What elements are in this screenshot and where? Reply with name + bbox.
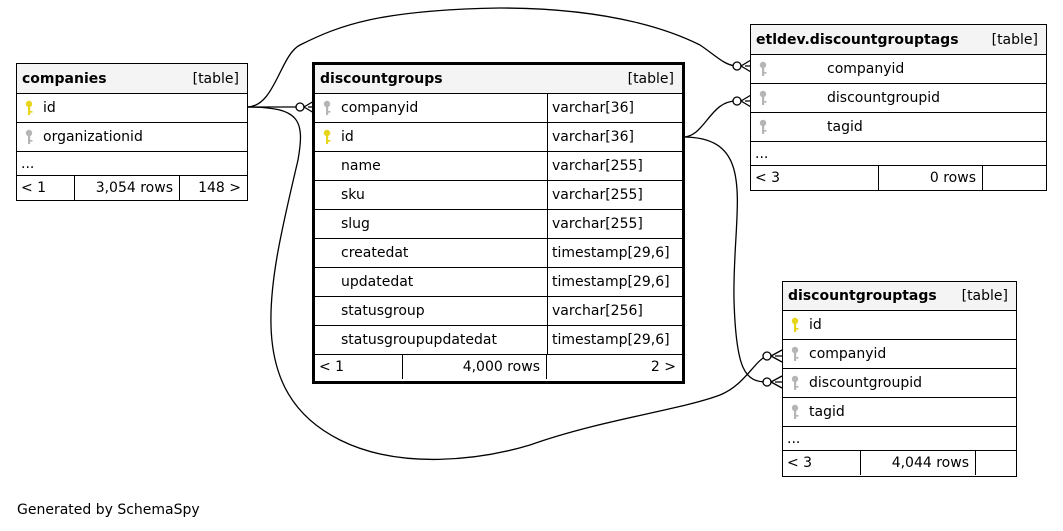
foreign-key-icon <box>323 100 331 115</box>
prev-page-link[interactable]: < 3 <box>783 451 861 475</box>
column-row: organizationid <box>17 123 247 152</box>
foreign-key-icon <box>791 346 799 361</box>
column-name: sku <box>341 187 365 203</box>
table-header: discountgroups [table] <box>315 65 682 94</box>
prev-page-link[interactable]: < 1 <box>315 355 403 379</box>
table-header: companies [table] <box>17 64 247 94</box>
table-name: discountgroups <box>320 71 443 87</box>
column-row: discountgroupid <box>783 369 1016 398</box>
table-name: companies <box>22 70 107 87</box>
column-row: tagid <box>751 113 1046 142</box>
column-name: companyid <box>809 346 887 362</box>
table-discountgroups[interactable]: discountgroups [table] companyid varchar… <box>312 62 685 384</box>
next-page-link[interactable]: 2 > <box>650 359 676 375</box>
edge-companies-discountgrouptags <box>246 106 768 461</box>
column-row: discountgroupid <box>751 84 1046 113</box>
column-type: timestamp[29,6] <box>547 268 670 296</box>
column-name: id <box>43 100 56 116</box>
table-etldev-discountgrouptags[interactable]: etldev.discountgrouptags [table] company… <box>750 24 1047 191</box>
next-page-link[interactable]: 148 > <box>198 180 241 196</box>
primary-key-icon <box>25 100 33 115</box>
more-columns: ... <box>751 142 1046 166</box>
column-type: varchar[36] <box>547 123 634 151</box>
row-count: 4,000 rows <box>403 355 547 379</box>
table-footer: < 1 4,000 rows 2 > <box>315 355 682 379</box>
foreign-key-icon <box>25 129 33 144</box>
row-count: 0 rows <box>879 166 983 190</box>
table-footer: < 1 3,054 rows 148 > <box>17 176 247 200</box>
column-row: companyid <box>751 55 1046 84</box>
foreign-key-icon <box>759 61 767 76</box>
column-row: statusgroupupdatedat timestamp[29,6] <box>315 326 682 355</box>
edge-discountgroups-etldev-discountgrouptags <box>682 100 738 138</box>
column-name: tagid <box>809 404 845 420</box>
table-kind: [table] <box>961 288 1008 304</box>
foreign-key-icon <box>791 375 799 390</box>
next-page-link[interactable] <box>983 166 1046 190</box>
column-name: tagid <box>827 119 863 135</box>
column-row: updatedat timestamp[29,6] <box>315 268 682 297</box>
column-row: id <box>17 94 247 123</box>
edge-companies-etldev-discountgrouptags <box>246 7 738 108</box>
foreign-key-icon <box>791 404 799 419</box>
column-row: id varchar[36] <box>315 123 682 152</box>
foreign-key-icon <box>759 119 767 134</box>
column-name: companyid <box>341 100 419 116</box>
column-name: statusgroup <box>341 303 425 319</box>
column-name: updatedat <box>341 274 414 290</box>
column-row: statusgroup varchar[256] <box>315 297 682 326</box>
table-name: etldev.discountgrouptags <box>756 31 959 48</box>
generator-caption: Generated by SchemaSpy <box>17 502 200 518</box>
column-type: varchar[256] <box>547 297 643 325</box>
more-columns: ... <box>783 427 1016 451</box>
column-type: varchar[255] <box>547 210 643 238</box>
table-footer: < 3 0 rows <box>751 166 1046 190</box>
row-count: 3,054 rows <box>75 176 180 200</box>
column-name: discountgroupid <box>827 90 941 106</box>
column-type: varchar[36] <box>547 94 634 122</box>
column-row: id <box>783 311 1016 340</box>
column-row: companyid <box>783 340 1016 369</box>
column-row: slug varchar[255] <box>315 210 682 239</box>
edge-discountgroups-discountgrouptags <box>682 136 768 383</box>
table-kind: [table] <box>192 70 239 87</box>
column-row: tagid <box>783 398 1016 427</box>
column-type: timestamp[29,6] <box>547 239 670 267</box>
column-name: organizationid <box>43 129 143 145</box>
next-page-link[interactable] <box>976 451 1016 475</box>
prev-page-link[interactable]: < 1 <box>17 176 75 200</box>
table-companies[interactable]: companies [table] id organizationid ... … <box>16 63 248 201</box>
column-row: sku varchar[255] <box>315 181 682 210</box>
column-name: id <box>341 129 354 145</box>
more-columns: ... <box>17 152 247 176</box>
column-name: name <box>341 158 381 174</box>
column-type: varchar[255] <box>547 152 643 180</box>
table-kind: [table] <box>991 31 1038 48</box>
column-name: slug <box>341 216 370 232</box>
table-header: discountgrouptags [table] <box>783 282 1016 311</box>
table-discountgrouptags[interactable]: discountgrouptags [table] id companyid d… <box>782 281 1017 477</box>
column-row: name varchar[255] <box>315 152 682 181</box>
column-row: createdat timestamp[29,6] <box>315 239 682 268</box>
column-name: discountgroupid <box>809 375 923 391</box>
table-name: discountgrouptags <box>788 288 937 304</box>
primary-key-icon <box>791 317 799 332</box>
column-name: createdat <box>341 245 409 261</box>
column-name: id <box>809 317 822 333</box>
primary-key-icon <box>323 129 331 144</box>
row-count: 4,044 rows <box>861 451 976 475</box>
column-type: varchar[255] <box>547 181 643 209</box>
table-footer: < 3 4,044 rows <box>783 451 1016 475</box>
column-name: statusgroupupdatedat <box>341 332 497 348</box>
column-type: timestamp[29,6] <box>547 326 670 354</box>
column-name: companyid <box>827 61 905 77</box>
prev-page-link[interactable]: < 3 <box>751 166 879 190</box>
column-row: companyid varchar[36] <box>315 94 682 123</box>
table-kind: [table] <box>627 71 674 87</box>
foreign-key-icon <box>759 90 767 105</box>
table-header: etldev.discountgrouptags [table] <box>751 25 1046 55</box>
